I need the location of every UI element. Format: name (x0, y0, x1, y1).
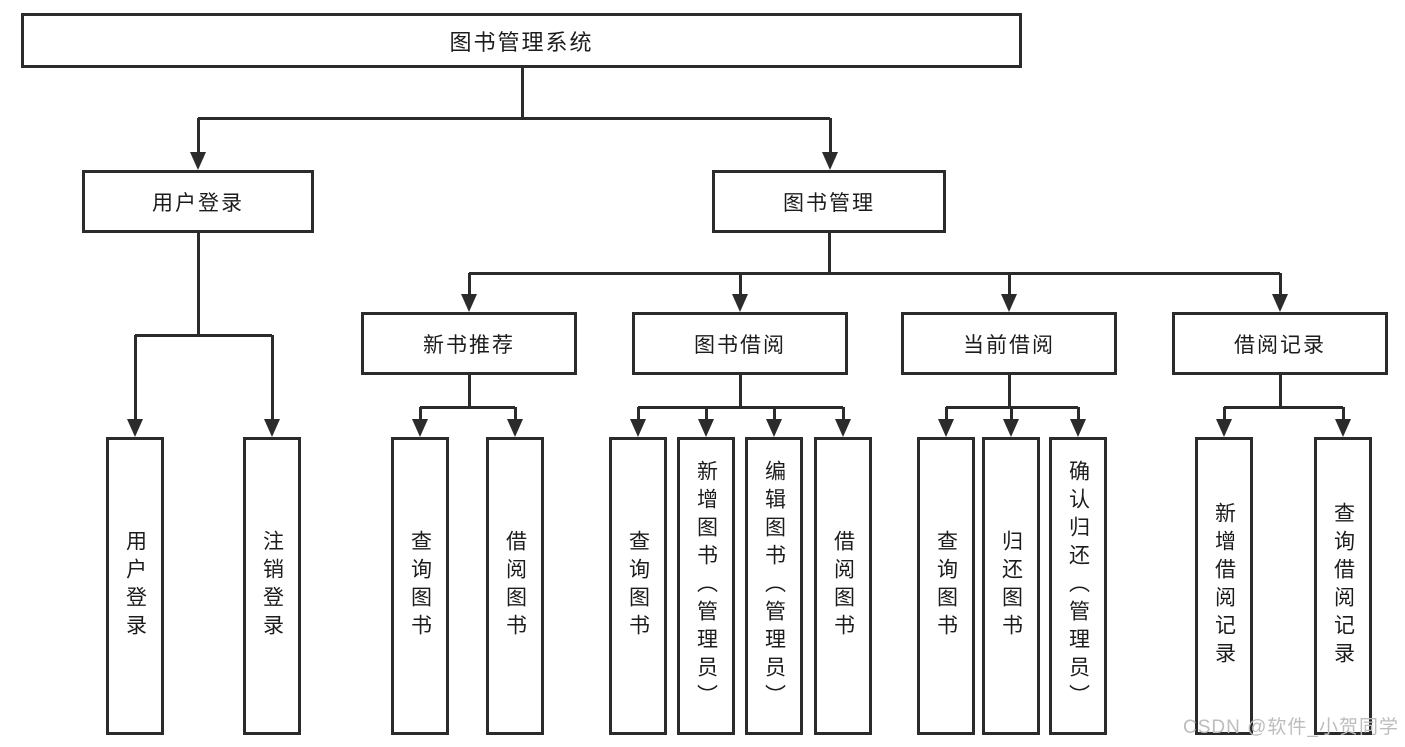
leaf-confirm-return-admin-label: 确认归还（管理员） (1066, 460, 1090, 712)
node-book-borrowing: 图书借阅 (632, 312, 848, 375)
connector-line (1007, 273, 1011, 296)
arrow-down-icon (630, 419, 646, 437)
watermark: CSDN @软件_小贺同学 (1183, 717, 1399, 738)
node-new-book-recommend-label: 新书推荐 (423, 333, 515, 357)
arrow-down-icon (698, 419, 714, 437)
leaf-add-borrow-record: 新增借阅记录 (1195, 437, 1253, 735)
leaf-query-books-current-label: 查询图书 (934, 530, 958, 642)
leaf-borrow-books-borrowing-label: 借阅图书 (831, 530, 855, 642)
arrow-down-icon (1216, 419, 1232, 437)
connector-line (198, 116, 830, 120)
connector-line (738, 375, 742, 407)
leaf-query-books-recommend: 查询图书 (391, 437, 449, 735)
arrow-down-icon (766, 419, 782, 437)
leaf-edit-book-admin: 编辑图书（管理员） (745, 437, 803, 735)
leaf-query-borrow-record-label: 查询借阅记录 (1331, 502, 1355, 670)
arrow-down-icon (732, 294, 748, 312)
leaf-borrow-books-borrowing: 借阅图书 (814, 437, 872, 735)
connector-line (513, 407, 517, 421)
connector-line (1341, 407, 1345, 421)
arrow-down-icon (1070, 419, 1086, 437)
node-new-book-recommend: 新书推荐 (361, 312, 577, 375)
node-book-borrowing-label: 图书借阅 (694, 333, 786, 357)
leaf-query-books-borrowing-label: 查询图书 (626, 530, 650, 642)
leaf-user-login: 用户登录 (106, 437, 164, 735)
connector-line (469, 271, 1280, 275)
connector-line (1278, 273, 1282, 296)
connector-line (638, 405, 843, 409)
connector-line (636, 407, 640, 421)
connector-line (467, 375, 471, 407)
leaf-query-borrow-record: 查询借阅记录 (1314, 437, 1372, 735)
node-user-login-label: 用户登录 (152, 191, 244, 215)
leaf-edit-book-admin-label: 编辑图书（管理员） (762, 460, 786, 712)
connector-line (520, 68, 524, 118)
node-root: 图书管理系统 (21, 13, 1022, 68)
connector-line (827, 233, 831, 273)
leaf-logout-label: 注销登录 (260, 530, 284, 642)
arrow-down-icon (412, 419, 428, 437)
leaf-confirm-return-admin: 确认归还（管理员） (1049, 437, 1107, 735)
arrow-down-icon (1335, 419, 1351, 437)
leaf-return-books: 归还图书 (982, 437, 1040, 735)
leaf-query-books-recommend-label: 查询图书 (408, 530, 432, 642)
node-book-management: 图书管理 (712, 170, 946, 233)
arrow-down-icon (1272, 294, 1288, 312)
leaf-return-books-label: 归还图书 (999, 530, 1023, 642)
leaf-query-books-current: 查询图书 (917, 437, 975, 735)
leaf-add-book-admin: 新增图书（管理员） (677, 437, 735, 735)
arrow-down-icon (1003, 419, 1019, 437)
node-borrowing-records-label: 借阅记录 (1234, 333, 1326, 357)
connector-line (196, 233, 200, 335)
connector-line (828, 118, 832, 154)
arrow-down-icon (822, 152, 838, 170)
connector-line (704, 407, 708, 421)
arrow-down-icon (461, 294, 477, 312)
leaf-add-borrow-record-label: 新增借阅记录 (1212, 502, 1236, 670)
node-root-label: 图书管理系统 (449, 29, 594, 55)
leaf-user-login-label: 用户登录 (123, 530, 147, 642)
connector-line (135, 333, 272, 337)
node-book-management-label: 图书管理 (783, 191, 875, 215)
leaf-query-books-borrowing: 查询图书 (609, 437, 667, 735)
connector-line (418, 407, 422, 421)
connector-line (738, 273, 742, 296)
leaf-borrow-books-recommend: 借阅图书 (486, 437, 544, 735)
connector-line (133, 335, 137, 421)
arrow-down-icon (938, 419, 954, 437)
connector-line (772, 407, 776, 421)
connector-line (1224, 405, 1343, 409)
leaf-borrow-books-recommend-label: 借阅图书 (503, 530, 527, 642)
arrow-down-icon (835, 419, 851, 437)
arrow-down-icon (127, 419, 143, 437)
node-user-login: 用户登录 (82, 170, 314, 233)
arrow-down-icon (264, 419, 280, 437)
connector-line (1278, 375, 1282, 407)
connector-line (1076, 407, 1080, 421)
connector-line (1007, 375, 1011, 407)
connector-line (1222, 407, 1226, 421)
arrow-down-icon (507, 419, 523, 437)
connector-line (1009, 407, 1013, 421)
arrow-down-icon (1001, 294, 1017, 312)
leaf-add-book-admin-label: 新增图书（管理员） (694, 460, 718, 712)
connector-line (944, 407, 948, 421)
node-borrowing-records: 借阅记录 (1172, 312, 1388, 375)
node-current-borrowing-label: 当前借阅 (963, 333, 1055, 357)
connector-line (841, 407, 845, 421)
arrow-down-icon (190, 152, 206, 170)
node-current-borrowing: 当前借阅 (901, 312, 1117, 375)
connector-line (196, 118, 200, 154)
connector-line (270, 335, 274, 421)
leaf-logout: 注销登录 (243, 437, 301, 735)
connector-line (467, 273, 471, 296)
connector-line (420, 405, 515, 409)
